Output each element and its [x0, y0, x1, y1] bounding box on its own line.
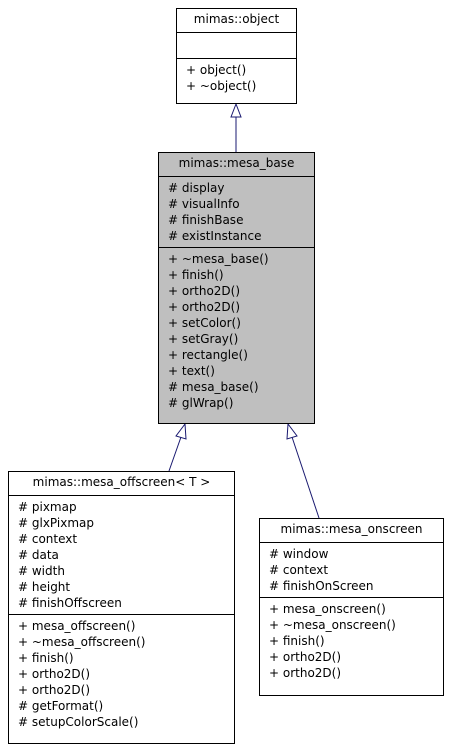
attribute-row: # window — [269, 547, 329, 561]
class-object[interactable]: mimas::object + object() + ~object() — [176, 8, 297, 104]
methods-section: + mesa_offscreen() + ~mesa_offscreen() +… — [9, 614, 234, 733]
method-row: + setColor() — [168, 316, 241, 330]
class-mesa-base[interactable]: mimas::mesa_base # display # visualInfo … — [158, 152, 315, 424]
attribute-row: # data — [18, 548, 59, 562]
method-row: + text() — [168, 364, 215, 378]
attribute-row: # display — [168, 181, 225, 195]
method-row: # setupColorScale() — [18, 715, 139, 729]
attributes-section — [177, 32, 296, 58]
method-row: # glWrap() — [168, 396, 234, 410]
class-mesa-onscreen[interactable]: mimas::mesa_onscreen # window # context … — [259, 518, 444, 696]
edge-offscreen-to-mesa-base — [168, 436, 182, 472]
methods-section: + ~mesa_base() + finish() + ortho2D() + … — [159, 247, 314, 414]
attribute-row: # visualInfo — [168, 197, 240, 211]
methods-section: + object() + ~object() — [177, 58, 296, 97]
class-mesa-offscreen[interactable]: mimas::mesa_offscreen< T > # pixmap # gl… — [8, 471, 235, 744]
class-title: mimas::object — [193, 12, 280, 26]
method-row: + ortho2D() — [168, 284, 241, 298]
inheritance-arrow-mesa-base-left — [175, 422, 187, 440]
method-row: + ortho2D() — [18, 667, 91, 681]
method-row: + ~object() — [186, 79, 257, 93]
method-row: + ortho2D() — [18, 683, 91, 697]
method-row: + ortho2D() — [269, 650, 342, 664]
inheritance-arrow-object — [230, 102, 242, 118]
attribute-row: # finishOffscreen — [18, 596, 122, 610]
class-title: mimas::mesa_offscreen< T > — [32, 475, 211, 489]
method-row: + rectangle() — [168, 348, 248, 362]
class-title: mimas::mesa_onscreen — [280, 522, 423, 536]
method-row: + ortho2D() — [269, 666, 342, 680]
method-row: + setGray() — [168, 332, 239, 346]
method-row: + object() — [186, 63, 247, 77]
attributes-section: # pixmap # glxPixmap # context # data # … — [9, 495, 234, 614]
attribute-row: # pixmap — [18, 500, 77, 514]
method-row: + finish() — [18, 651, 74, 665]
method-row: + mesa_onscreen() — [269, 602, 386, 616]
attribute-row: # finishBase — [168, 213, 244, 227]
method-row: + finish() — [168, 268, 224, 282]
method-row: + finish() — [269, 634, 325, 648]
method-row: + ~mesa_offscreen() — [18, 635, 146, 649]
attribute-row: # finishOnScreen — [269, 579, 374, 593]
class-title: mimas::mesa_base — [178, 156, 295, 170]
method-row: # mesa_base() — [168, 380, 259, 394]
attribute-row: # height — [18, 580, 71, 594]
edge-onscreen-to-mesa-base — [291, 436, 320, 519]
attributes-section: # display # visualInfo # finishBase # ex… — [159, 176, 314, 247]
methods-section: + mesa_onscreen() + ~mesa_onscreen() + f… — [260, 597, 443, 684]
method-row: + ~mesa_base() — [168, 252, 269, 266]
method-row: # getFormat() — [18, 699, 104, 713]
method-row: + mesa_offscreen() — [18, 619, 136, 633]
attributes-section: # window # context # finishOnScreen — [260, 542, 443, 597]
attribute-row: # context — [18, 532, 78, 546]
attribute-row: # glxPixmap — [18, 516, 94, 530]
attribute-row: # context — [269, 563, 329, 577]
method-row: + ortho2D() — [168, 300, 241, 314]
attribute-row: # existInstance — [168, 229, 262, 243]
attribute-row: # width — [18, 564, 65, 578]
method-row: + ~mesa_onscreen() — [269, 618, 396, 632]
inheritance-arrow-mesa-base-right — [286, 422, 298, 440]
